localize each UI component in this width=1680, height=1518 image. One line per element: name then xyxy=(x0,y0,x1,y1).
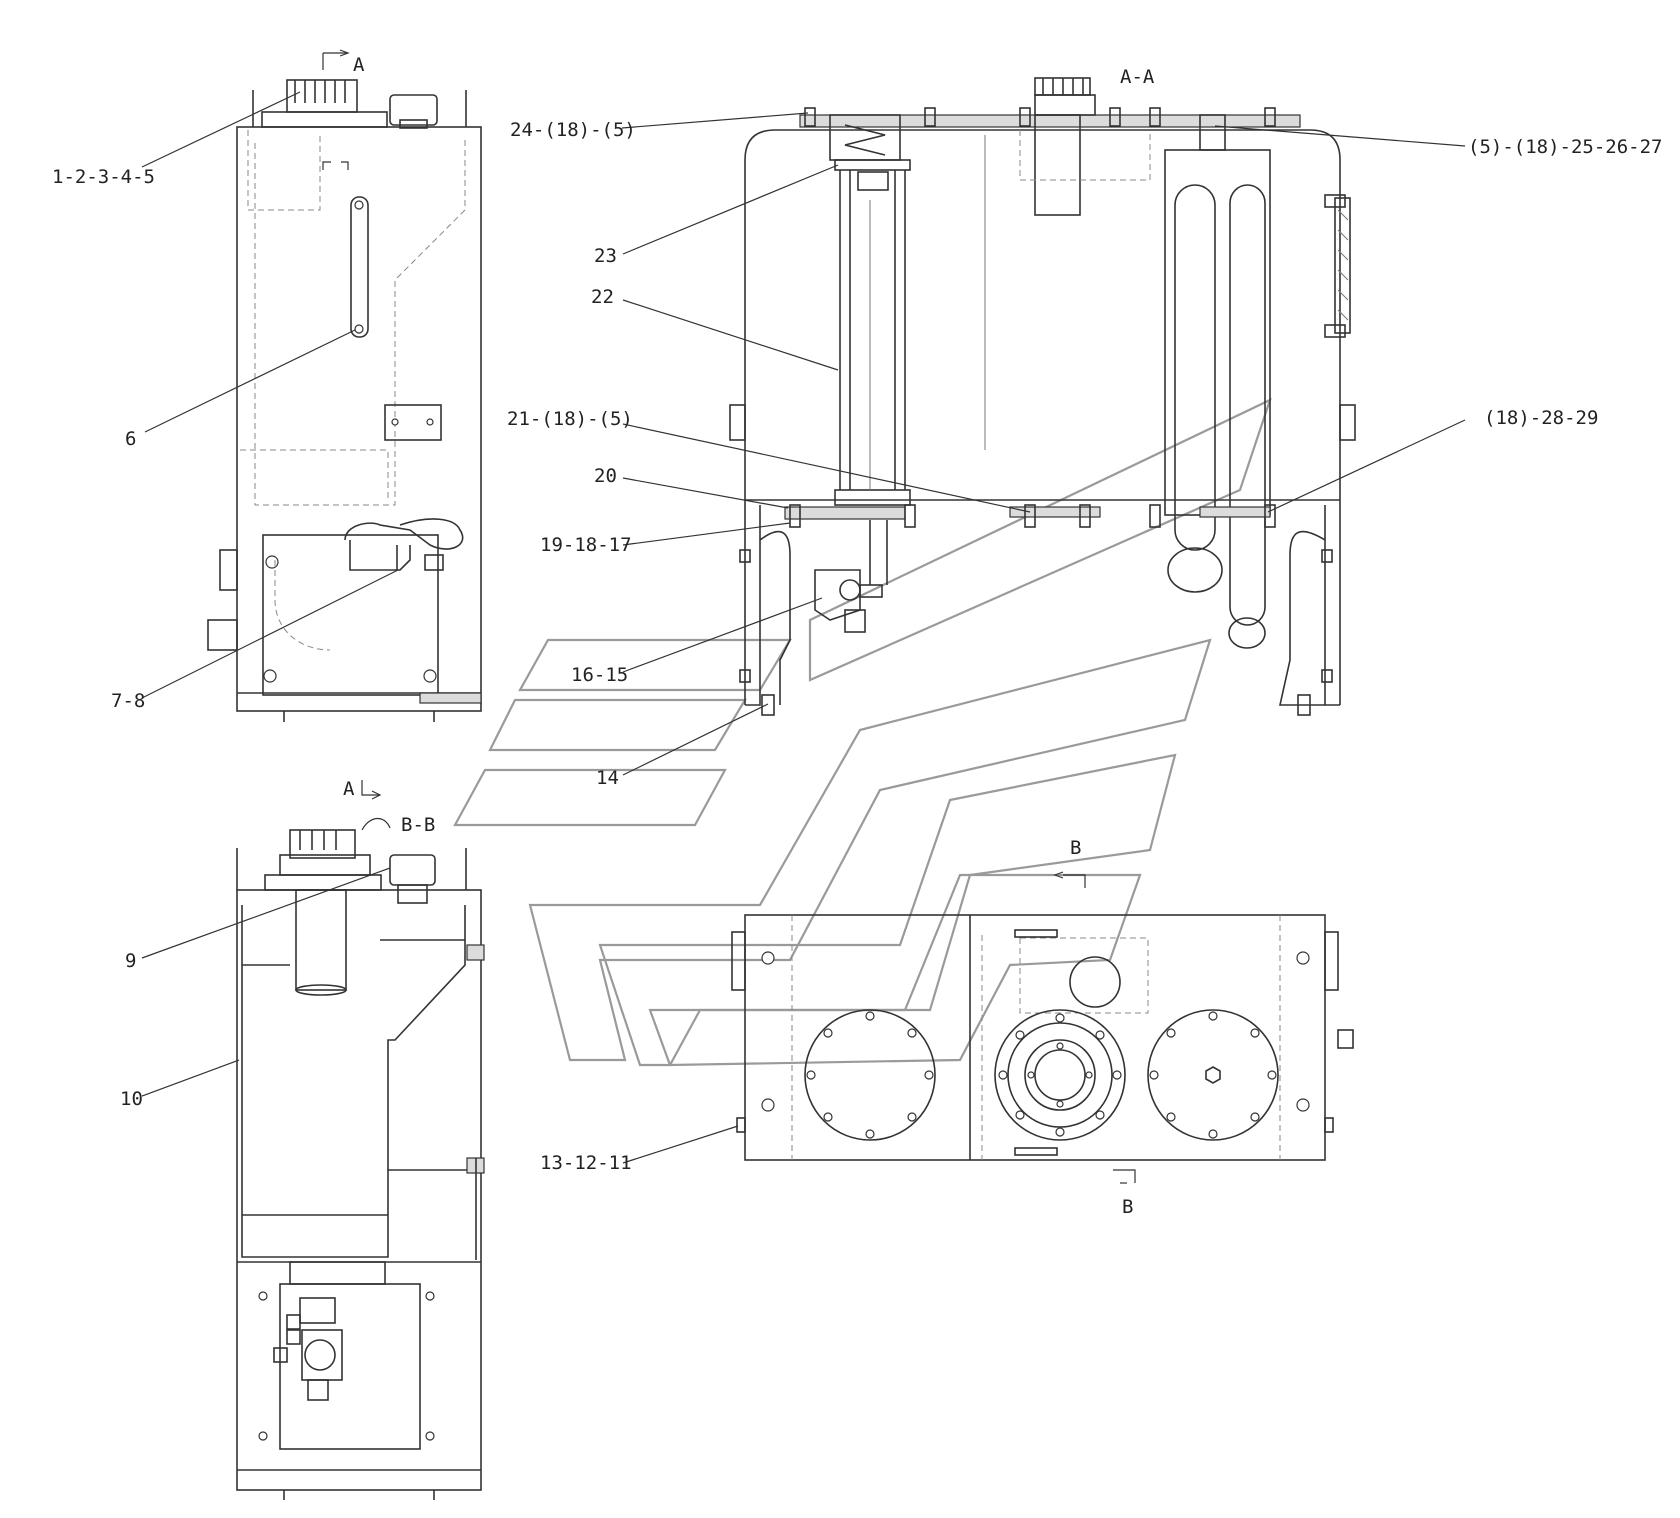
callout-1-2-3-4-5: 1-2-3-4-5 xyxy=(52,166,155,188)
callout-19-18-17: 19-18-17 xyxy=(540,534,632,556)
callout-24-18-5: 24-(18)-(5) xyxy=(510,119,636,141)
filler-cap-teeth-bb xyxy=(299,830,337,850)
callout-14: 14 xyxy=(596,767,619,789)
callout-18-28-29: (18)-28-29 xyxy=(1484,407,1598,429)
callout-10: 10 xyxy=(120,1088,143,1110)
section-b-b-view xyxy=(236,780,485,1500)
side-view-top xyxy=(207,49,482,722)
section-aa-title: A-A xyxy=(1120,66,1155,88)
callout-20: 20 xyxy=(594,465,617,487)
section-bb-title: B-B xyxy=(401,814,435,836)
leader-lines xyxy=(141,91,1466,1164)
labels: A A A-A B-B B B 1-2-3-4-5 6 7-8 9 10 24-… xyxy=(52,54,1662,1218)
section-a-bottom-label: A xyxy=(343,778,355,800)
callout-7-8: 7-8 xyxy=(111,690,145,712)
bolt-heads-aa xyxy=(739,107,1333,716)
callout-6: 6 xyxy=(125,428,136,450)
callout-21-18-5: 21-(18)-(5) xyxy=(507,408,633,430)
plan-view xyxy=(731,871,1354,1184)
flange-right xyxy=(1147,1009,1279,1141)
section-a-top-label: A xyxy=(353,54,365,76)
filler-cap-teeth-aa xyxy=(1042,78,1084,95)
section-b-bottom-label: B xyxy=(1122,1196,1133,1218)
section-a-a-view xyxy=(729,77,1356,716)
flange-center xyxy=(994,1009,1126,1141)
callout-23: 23 xyxy=(594,245,617,267)
section-b-top-label: B xyxy=(1070,837,1081,859)
flange-left xyxy=(804,1009,936,1141)
callout-22: 22 xyxy=(591,286,614,308)
callout-16-15: 16-15 xyxy=(571,664,628,686)
callout-5-18-25-26-27: (5)-(18)-25-26-27 xyxy=(1468,136,1662,158)
callout-13-12-11: 13-12-11 xyxy=(540,1152,632,1174)
watermark-logo xyxy=(453,397,1272,1067)
filler-cap-teeth xyxy=(294,80,346,103)
callout-9: 9 xyxy=(125,950,136,972)
